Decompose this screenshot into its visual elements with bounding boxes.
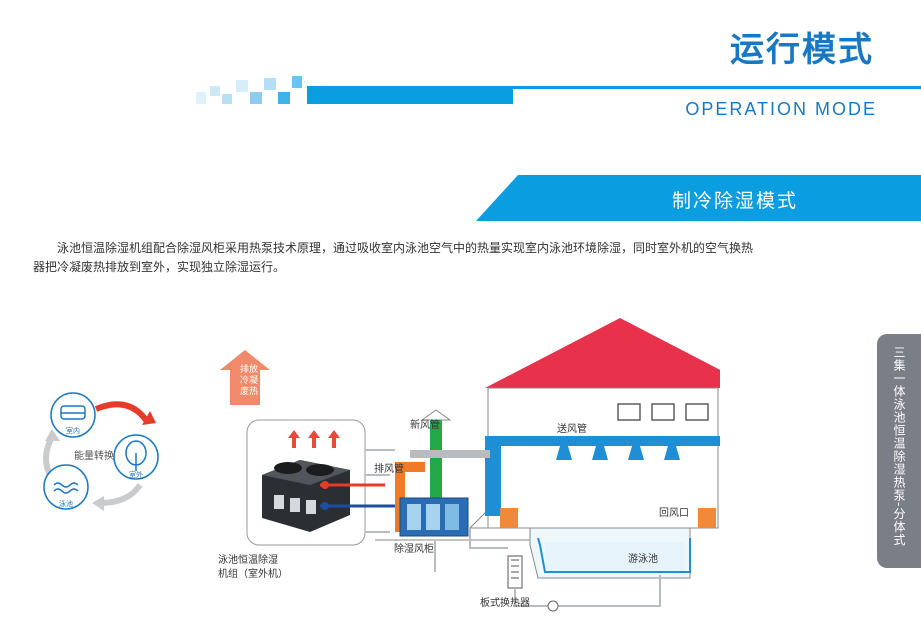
supply-nozzle-icons [556,446,680,460]
pool-icon [53,482,79,488]
energy-center-label: 能量转换 [74,449,114,462]
up-arrows-icon [288,430,340,448]
indoor-label: 室内 [66,426,80,435]
window [685,403,709,421]
description-text: 泳池恒温除湿机组配合除湿风柜采用热泵技术原理，通过吸收室内泳池空气中的热量实现室… [33,241,754,274]
side-tab-label: 三集一体泳池恒温除湿热泵-分体式 [892,346,906,547]
page-title: 运行模式 [730,30,874,70]
mode-banner [476,175,921,221]
outdoor-label: 室外 [129,470,143,479]
plate-exchanger-label: 板式换热器 [480,598,530,609]
return-duct [410,450,490,458]
page-subtitle: OPERATION MODE [685,99,877,119]
pool-label: 游泳池 [628,554,658,565]
outdoor-unit-icon [262,460,350,532]
pool-label: 泳池 [59,499,73,508]
return-vent-label: 回风口 [659,508,689,519]
supply-duct-label: 送风管 [557,424,587,435]
exhaust-duct [395,462,425,472]
dehumid-cabinet-label: 除湿风柜 [394,544,434,555]
outdoor-unit-label-1: 泳池恒温除湿 [218,555,278,566]
pump-icon [547,600,559,612]
return-vent-icon [698,508,716,528]
mode-title: 制冷除湿模式 [672,190,799,212]
pool-water [545,542,685,574]
exhaust-arrow [220,350,270,405]
header-rule-block [307,86,513,104]
house-roof [485,318,720,388]
fresh-air-duct-label: 新风管 [410,420,440,431]
exhaust-duct-label: 排风管 [374,464,404,475]
indoor-circle [50,392,96,438]
system-diagram [220,318,720,612]
window [617,403,641,421]
outdoor-unit-label-2: 机组（室外机） [218,569,288,580]
side-tab[interactable]: 三集一体泳池恒温除湿热泵-分体式 [877,334,921,568]
decorative-squares [196,76,302,104]
energy-cycle-diagram: 室内 室外 泳池 能量转换 [43,392,159,511]
supply-duct [500,436,720,446]
window [651,403,675,421]
header-rule [307,86,921,89]
exhaust-label: 排放 冷凝 废热 [239,365,258,397]
